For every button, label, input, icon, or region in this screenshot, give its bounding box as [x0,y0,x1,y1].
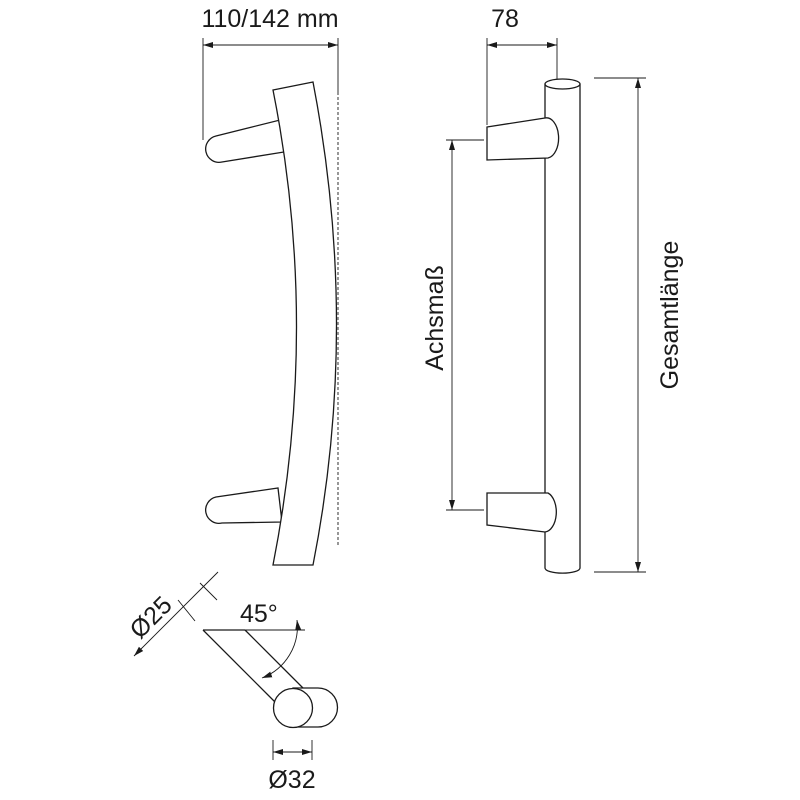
total-length-label: Gesamtlänge [656,241,684,390]
angle-arc [261,619,302,679]
front-top-standoff [486,117,560,161]
curved-bar [272,81,338,566]
bar-diameter-label: Ø32 [268,766,315,794]
angle-label: 45° [240,600,278,628]
rod-diameter-dimension-line [133,571,219,657]
depth-label: 78 [491,5,519,33]
straight-bar [544,84,581,574]
projection-label: 110/142 mm [201,5,338,33]
detail-view: Ø25 45° Ø32 [124,571,339,794]
axis-distance-label: Achsmaß [421,265,449,371]
rod-diameter-label: Ø25 [124,591,177,644]
front-bottom-standoff [486,492,557,533]
front-view: 78 Achsmaß Gesamtlänge [421,5,684,574]
bottom-standoff [205,487,283,524]
rod-section [272,687,314,729]
top-standoff [205,119,285,163]
side-view: 110/142 mm [201,5,339,566]
